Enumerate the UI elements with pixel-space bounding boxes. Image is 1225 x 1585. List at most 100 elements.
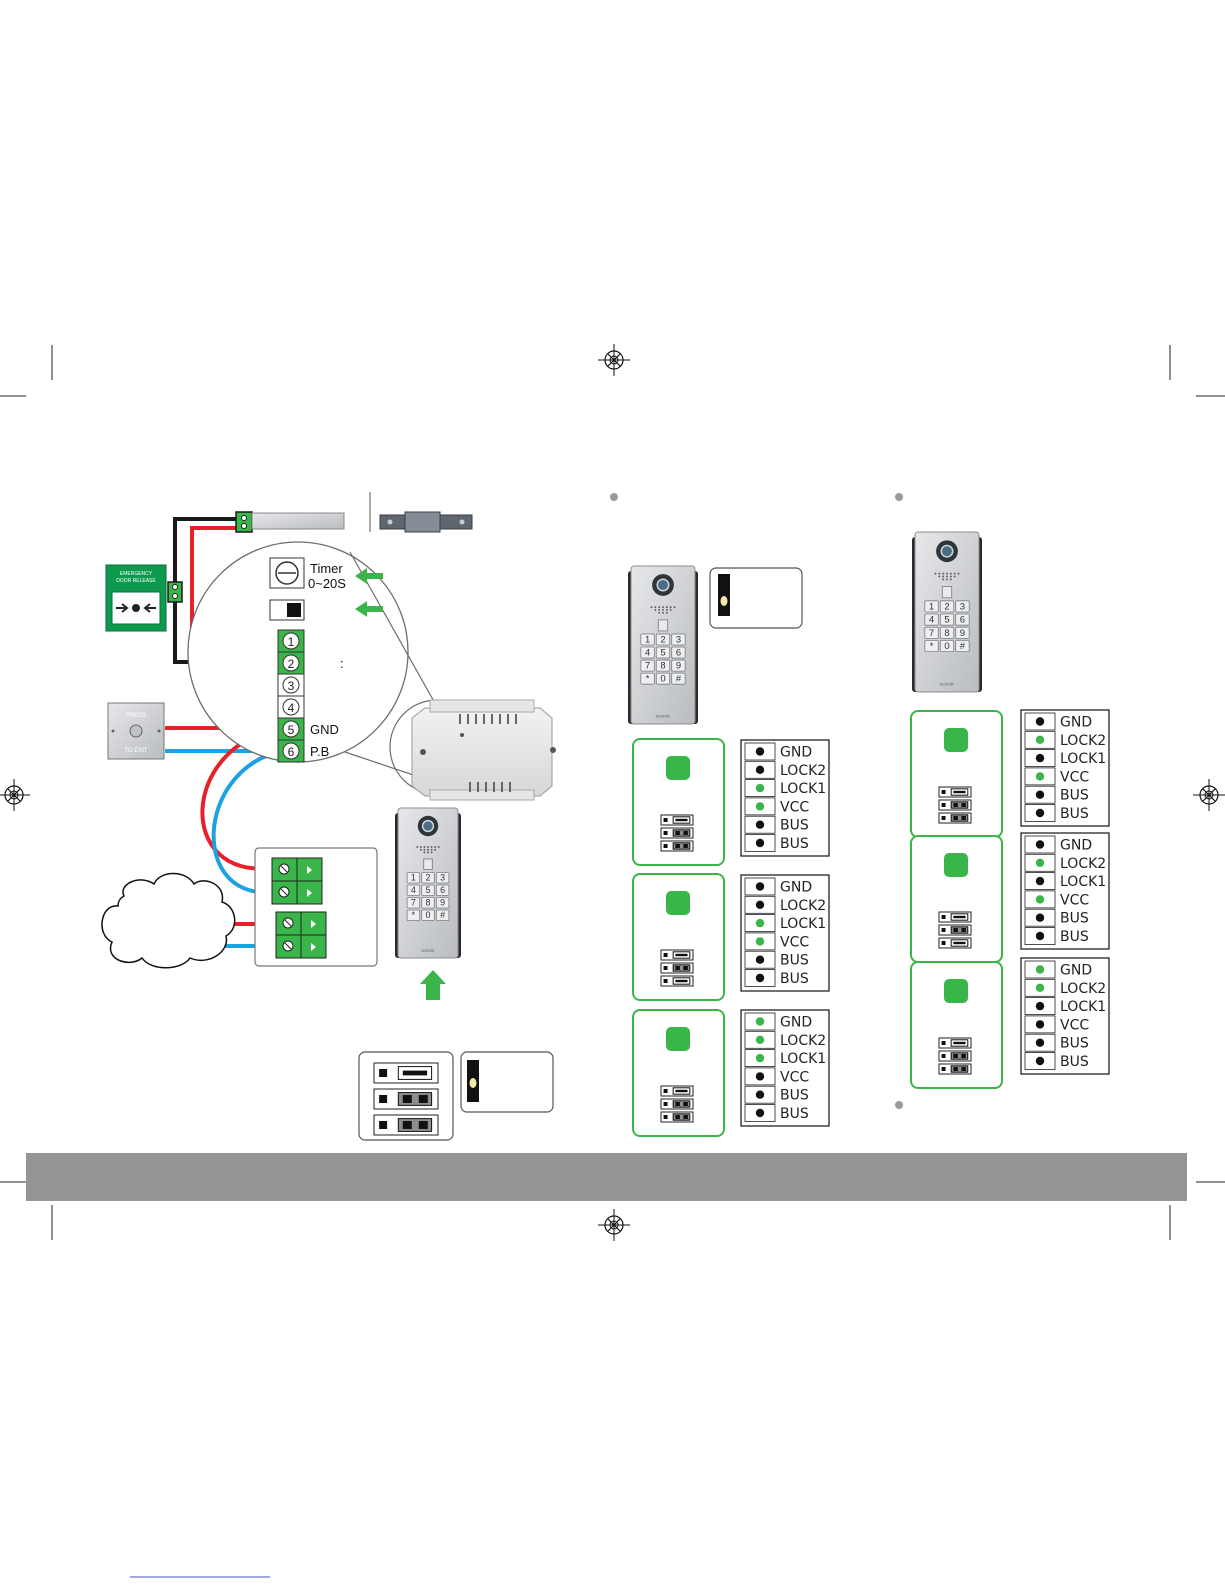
monitor-terminal-pair [271,857,323,905]
keypad-key: 3 [440,873,445,883]
jumper-pin-label: LOCK1 [1060,874,1106,890]
jumper-pin-label: BUS [780,1088,809,1104]
keypad-key: 3 [676,634,681,645]
dip-switch [373,1088,439,1110]
dip-switch [938,924,972,936]
emergency-release-terminal [167,581,183,603]
dip-switch-detail [358,1051,454,1141]
jumper-pin-label: VCC [1060,892,1089,908]
jumper-detail-middle [709,567,803,629]
emergency-release-unit: EMERGENCY DOOR RELEASE [105,564,167,632]
timer-potentiometer [269,557,305,589]
keypad-key: 0 [660,673,665,684]
jumper-pin-label: LOCK2 [780,763,826,779]
keypad-key: 9 [676,660,681,671]
registration-mark [1193,779,1225,811]
registration-mark [598,344,630,376]
jumper-pin-label: GND [1060,838,1092,854]
crop-marks [0,345,1225,1240]
panel-brand: acentic [940,682,955,687]
jumper-pin-label: LOCK1 [1060,751,1106,767]
monitor-terminals [271,857,327,959]
jumper-pin-label: BUS [1060,806,1089,822]
registration-marks [0,344,1225,1241]
dip-switch [938,1050,972,1062]
jumper-pin-label: VCC [780,934,809,950]
terminal-label: : [340,656,344,671]
jumper-pin-label: LOCK1 [780,781,826,797]
keypad-key: 1 [929,602,934,613]
keypad-key: 7 [929,628,934,639]
terminal-number: 2 [288,657,295,671]
terminal-3: 3 [277,673,305,697]
keypad-key: 0 [944,641,949,652]
jumper-pin-label: VCC [780,1069,809,1085]
jumper-pin-label: LOCK2 [1060,856,1106,872]
jumper-pin-label: GND [1060,963,1092,979]
jumper-pin-label: BUS [1060,911,1089,927]
bullet-right-bottom [895,1101,903,1109]
panel-brand: acentic [656,714,671,719]
dip-switch [660,840,694,852]
bullet-middle [610,493,618,501]
dip-switch [938,911,972,923]
keypad-key: 8 [944,628,949,639]
emergency-release-line2: DOOR RELEASE [116,578,156,584]
keypad-key: 0 [426,910,431,920]
dip-switch [660,949,694,961]
keypad-key: 2 [426,873,431,883]
terminal-number: 3 [288,679,295,693]
dip-switch [660,814,694,826]
jumper-pin-label: VCC [780,799,809,815]
dip-switch [938,937,972,949]
keypad-key: # [960,641,966,652]
dip-switch [938,786,972,798]
keypad-key: 4 [645,647,650,658]
jumper-pin-label: LOCK1 [780,1051,826,1067]
keypad-key: 9 [440,898,445,908]
keypad-key: 4 [929,615,935,626]
keypad-key: 6 [676,647,681,658]
keypad-key: 5 [426,885,431,895]
keypad-key: 2 [660,634,665,645]
dip-switch [660,1098,694,1110]
dip-switch [938,799,972,811]
keypad-key: * [412,910,416,920]
keypad-key: 1 [645,634,650,645]
jumper-pin-label: BUS [1060,1036,1089,1052]
dip-switch [938,1037,972,1049]
terminal-number: 5 [288,723,295,737]
keypad-key: 7 [645,660,650,671]
bullet-right [895,493,903,501]
jumper-arrow-icon [355,601,383,617]
panel-brand: acentic [421,948,434,953]
emergency-release-line1: EMERGENCY [120,571,153,577]
up-arrow-icon [420,970,446,1000]
jumper-pin-label: GND [780,880,812,896]
jumper-pin-label: LOCK2 [780,898,826,914]
dip-switch [660,975,694,987]
dip-switch [938,1063,972,1075]
keypad-key: 2 [944,602,949,613]
keypad-key: # [440,910,445,920]
keypad-key: 8 [660,660,665,671]
dip-switch [660,827,694,839]
terminal-2: 2: [277,651,344,675]
electric-strike [379,511,473,533]
jumper-pin-label: BUS [1060,788,1089,804]
jumper-pin-label: GND [780,1015,812,1031]
jumper-detail [460,1051,554,1113]
jumper-pin-label: VCC [1060,769,1089,785]
mode-jumper [269,599,305,621]
jumper-pin-label: BUS [780,1106,809,1122]
